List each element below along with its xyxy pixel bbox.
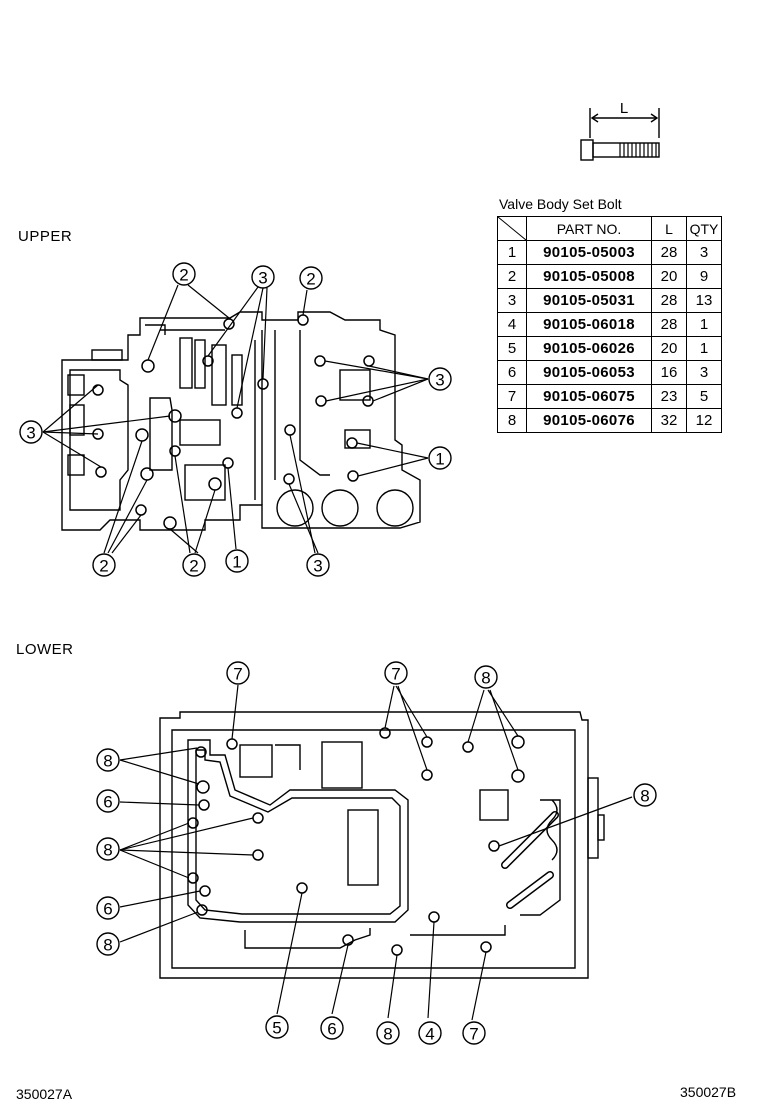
length-cell: 16 [651, 360, 687, 385]
lower-bolt-holes [187, 727, 525, 956]
row-number-cell: 5 [497, 336, 527, 361]
length-cell: 28 [651, 240, 687, 265]
bolt-illustration [580, 108, 660, 161]
callout-number: 6 [103, 793, 112, 812]
qty-cell: 1 [686, 312, 722, 337]
callout-number: 4 [425, 1025, 434, 1044]
length-cell: 23 [651, 384, 687, 409]
length-cell: 32 [651, 408, 687, 433]
qty-cell: 13 [686, 288, 722, 313]
callout-number: 3 [258, 269, 267, 288]
row-number-cell: 2 [497, 264, 527, 289]
part-number-cell: 90105-06076 [526, 408, 652, 433]
row-number-cell: 4 [497, 312, 527, 337]
callout-number: 8 [383, 1025, 392, 1044]
part-number-cell: 90105-06018 [526, 312, 652, 337]
callout-number: 3 [26, 424, 35, 443]
qty-cell: 3 [686, 360, 722, 385]
upper-callout-circles [19, 262, 452, 577]
callout-number: 5 [272, 1019, 281, 1038]
lower-callout-circles [96, 661, 657, 1045]
callout-number: 8 [640, 787, 649, 806]
callout-number: 1 [232, 553, 241, 572]
header-qty: QTY [686, 216, 722, 241]
qty-cell: 12 [686, 408, 722, 433]
row-number-cell: 3 [497, 288, 527, 313]
table-title: Valve Body Set Bolt [499, 196, 622, 212]
qty-cell: 9 [686, 264, 722, 289]
callout-number: 2 [99, 557, 108, 576]
callout-number: 8 [103, 752, 112, 771]
callout-number: 1 [435, 450, 444, 469]
length-cell: 28 [651, 312, 687, 337]
callout-number: 3 [435, 371, 444, 390]
callout-number: 8 [481, 669, 490, 688]
lower-leader-lines [119, 684, 633, 1021]
callout-number: 7 [233, 665, 242, 684]
part-number-cell: 90105-05003 [526, 240, 652, 265]
table-header-row: PART NO. L QTY [497, 216, 722, 241]
lower-section-label: LOWER [16, 641, 74, 658]
upper-callout-numbers: 2 3 2 3 3 1 2 2 1 3 [26, 266, 444, 576]
length-cell: 20 [651, 264, 687, 289]
callout-number: 7 [469, 1025, 478, 1044]
lower-valve-body [159, 711, 605, 979]
qty-cell: 5 [686, 384, 722, 409]
callout-number: 6 [103, 900, 112, 919]
bolt-length-label: L [620, 100, 628, 117]
figure-code-right: 350027B [680, 1084, 737, 1100]
upper-valve-body [61, 311, 421, 531]
upper-leader-lines [42, 284, 429, 554]
row-number-cell: 8 [497, 408, 527, 433]
part-number-cell: 90105-06026 [526, 336, 652, 361]
diagonal-divider [498, 217, 526, 240]
callout-number: 3 [313, 557, 322, 576]
qty-cell: 3 [686, 240, 722, 265]
header-corner-cell [497, 216, 527, 241]
upper-bolt-holes [92, 314, 375, 530]
part-number-cell: 90105-05031 [526, 288, 652, 313]
callout-number: 8 [103, 936, 112, 955]
callout-number: 8 [103, 841, 112, 860]
qty-cell: 1 [686, 336, 722, 361]
part-number-cell: 90105-06053 [526, 360, 652, 385]
callout-number: 6 [327, 1020, 336, 1039]
callout-number: 2 [189, 557, 198, 576]
row-number-cell: 1 [497, 240, 527, 265]
callout-number: 7 [391, 665, 400, 684]
row-number-cell: 6 [497, 360, 527, 385]
part-number-cell: 90105-05008 [526, 264, 652, 289]
callout-number: 2 [306, 270, 315, 289]
upper-section-label: UPPER [18, 228, 73, 245]
lower-callout-numbers: 7 7 8 8 6 8 8 6 8 5 6 8 4 7 [103, 665, 649, 1044]
part-number-cell: 90105-06075 [526, 384, 652, 409]
row-number-cell: 7 [497, 384, 527, 409]
header-length: L [651, 216, 687, 241]
length-cell: 28 [651, 288, 687, 313]
callout-number: 2 [179, 266, 188, 285]
length-cell: 20 [651, 336, 687, 361]
figure-code-left: 350027A [16, 1086, 73, 1102]
header-part-no: PART NO. [526, 216, 652, 241]
